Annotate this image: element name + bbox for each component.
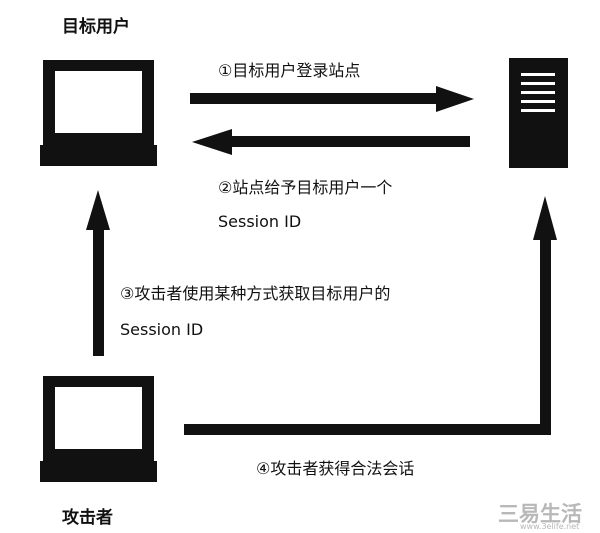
arrow-attacker-obtains-session xyxy=(86,190,110,356)
step4-label: ④攻击者获得合法会话 xyxy=(256,459,415,478)
attacker-label: 攻击者 xyxy=(62,508,113,528)
server-icon xyxy=(509,58,568,168)
watermark-url: www.3elife.net xyxy=(520,522,580,531)
step3-label-line2: Session ID xyxy=(120,320,204,339)
step2-label-line1: ②站点给予目标用户一个 xyxy=(218,178,393,197)
victim-computer-icon xyxy=(40,60,157,166)
step1-label: ①目标用户登录站点 xyxy=(218,61,361,80)
arrow-login-to-site xyxy=(190,86,474,112)
attacker-computer-icon xyxy=(40,376,157,482)
arrow-attacker-hijacks-session xyxy=(184,196,557,435)
victim-label: 目标用户 xyxy=(62,17,130,37)
arrow-site-gives-session xyxy=(192,129,470,155)
step3-label-line1: ③攻击者使用某种方式获取目标用户的 xyxy=(120,284,391,303)
watermark-text: 三易生活 xyxy=(498,502,582,526)
step2-label-line2: Session ID xyxy=(218,212,302,231)
